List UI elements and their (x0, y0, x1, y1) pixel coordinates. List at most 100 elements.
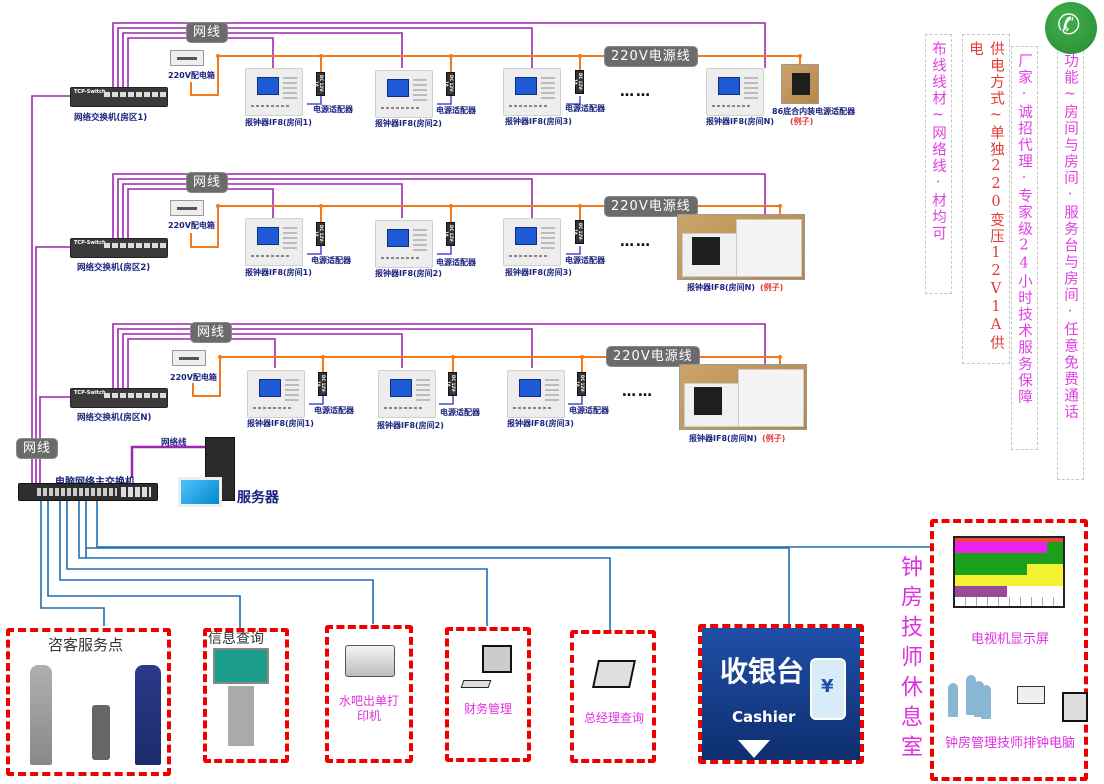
tv-display-icon (953, 536, 1065, 608)
adapter-label: 电源适配器 (436, 106, 476, 115)
backbone-wires (31, 95, 205, 488)
main-switch (18, 483, 158, 501)
network-switch: TCP-Switch (70, 388, 168, 408)
adapter-label: 电源适配器 (440, 408, 480, 417)
kiosk-stand (228, 686, 254, 746)
network-wires-zone1 (112, 22, 766, 87)
printer-label: 水吧出单打印机 (338, 694, 399, 723)
adapter-label: 电源适配器 (565, 104, 605, 113)
ellipsis: …… (620, 234, 652, 250)
network-wire-tag: 网线 (186, 22, 229, 43)
adapter-links (307, 96, 583, 405)
power-adapter: DC 12V-1A (446, 372, 457, 396)
device-label: 报钟器IF8(房间1) (247, 419, 314, 428)
example-label: (例子) (760, 283, 784, 292)
power-adapter: DC 12V-1A (575, 372, 586, 396)
gm-label: 总经理查询 (583, 711, 644, 725)
info-label: 信息查询 (208, 631, 264, 647)
power-distribution-box (170, 50, 204, 66)
socket-adapter-photo (677, 214, 805, 280)
monitor-icon (178, 477, 222, 507)
clock-device (247, 370, 305, 418)
network-wires-zone3 (112, 323, 766, 388)
device-label: 报钟器IF8(房间3) (505, 268, 572, 277)
note-power: 供电方式~单独220变压12V1A供电 (962, 34, 1010, 364)
power-adapter: DC 12V-1A (314, 222, 325, 246)
switch-label: 网络交换机(房区N) (77, 413, 152, 423)
adapter-label: 电源适配器 (565, 256, 605, 265)
clock-device (245, 218, 303, 266)
device-label: 报钟器IF8(房间3) (507, 419, 574, 428)
device-label: 报钟器IF8(房间3) (505, 117, 572, 126)
power-adapter: DC 12V-1A (316, 372, 327, 396)
example-label: (例子) (790, 117, 814, 126)
adapter-label: 电源适配器 (313, 105, 353, 114)
device-label: 报钟器IF8(房间N) (706, 117, 775, 126)
power-distribution-box (172, 350, 206, 366)
clock-device (245, 68, 303, 116)
clock-device (507, 370, 565, 418)
keyboard-icon (460, 680, 492, 688)
clock-device (375, 220, 433, 268)
device-label: 报钟器IF8(房间2) (375, 269, 442, 278)
power-box-label: 220V配电箱 (168, 221, 215, 230)
tv-label: 电视机显示屏 (970, 632, 1049, 647)
laptop-icon (592, 660, 636, 688)
person-icon (30, 665, 52, 765)
consult-label: 咨客服务点 (48, 636, 124, 654)
printer-icon (1017, 686, 1045, 704)
power-adapter: DC 12V-1A (444, 222, 455, 246)
cashier-cn-label: 收银台 (720, 655, 805, 688)
switch-label: 网络交换机(房区2) (77, 263, 151, 273)
ellipsis: …… (620, 84, 652, 100)
socket-adapter-photo (781, 64, 819, 104)
adapter-label: 电源适配器 (314, 406, 354, 415)
power-adapter: DC 12V-1A (573, 220, 584, 244)
power-adapter: DC 12V-1A (314, 72, 325, 96)
power-box-label: 220V配电箱 (168, 71, 215, 80)
consult-service-point (6, 628, 171, 776)
power-adapter: DC 12V-1A (573, 70, 584, 94)
note-function: 功能~房间与房间·服务台与房间·任意免费通话 (1057, 46, 1084, 480)
gm-point (570, 630, 656, 763)
device-label: 报钟器IF8(房间2) (377, 421, 444, 430)
info-query-point (203, 628, 289, 763)
cashier-point (698, 624, 864, 764)
power-wire-tag: 220V电源线 (604, 46, 698, 67)
network-link-label: 网络线 (161, 438, 187, 448)
clock-device (706, 68, 764, 116)
printer-point (325, 625, 413, 763)
technicians-icon (948, 675, 992, 719)
finance-label: 财务管理 (463, 702, 512, 716)
switch-brand: TCP-Switch (74, 390, 106, 396)
power-distribution-box (170, 200, 204, 216)
main-switch-label: 电脑网络主交换机 (55, 473, 135, 488)
switch-label: 网络交换机(房区1) (74, 113, 148, 123)
network-wire-tag: 网线 (186, 172, 229, 193)
device-label: 报钟器IF8(房间2) (375, 119, 442, 128)
desktop-icon (1062, 692, 1088, 722)
clock-device (378, 370, 436, 418)
switch-brand: TCP-Switch (74, 240, 106, 246)
note-wiring: 布线线材~网络线·材均可 (925, 34, 952, 294)
tech-room-label: 钟房技师休息室 (897, 555, 922, 765)
network-wire-tag: 网线 (16, 438, 59, 459)
phone-icon[interactable]: ✆ (1045, 2, 1097, 54)
adapter-label: 电源适配器 (569, 406, 609, 415)
kiosk-icon (92, 705, 110, 760)
device-label: 报钟器IF8(房间N) (687, 283, 756, 292)
device-label: 报钟器IF8(房间1) (245, 268, 312, 277)
lan-wires (40, 500, 934, 630)
person-icon (135, 665, 161, 765)
network-switch: TCP-Switch (70, 87, 168, 107)
clock-device (375, 70, 433, 118)
power-adapter: DC 12V-1A (444, 72, 455, 96)
clock-device (503, 68, 561, 116)
printer-icon (345, 645, 395, 677)
network-wire-tag: 网线 (190, 322, 233, 343)
switch-brand: TCP-Switch (74, 89, 106, 95)
power-wire-tag: 220V电源线 (604, 196, 698, 217)
device-label: 报钟器IF8(房间1) (245, 118, 312, 127)
power-junctions (216, 54, 802, 359)
socket-label: 86底合内装电源适配器 (772, 107, 856, 116)
